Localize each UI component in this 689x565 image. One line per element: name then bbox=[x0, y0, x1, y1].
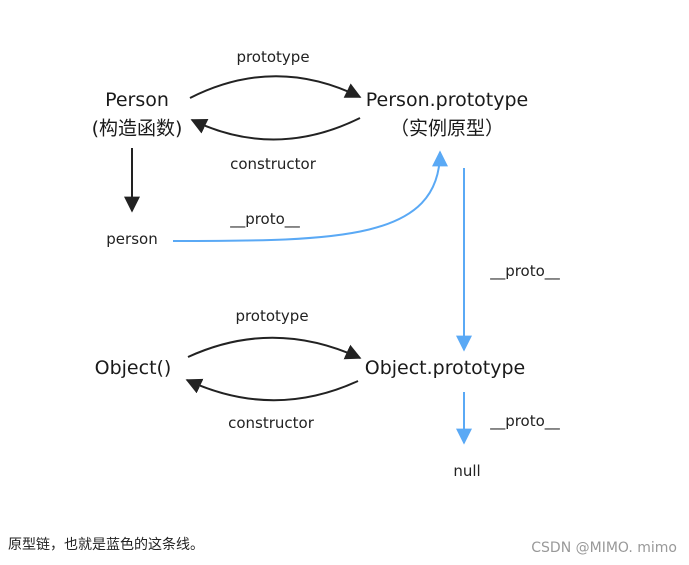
constructor-arrow-top bbox=[190, 117, 361, 141]
csdn-watermark: CSDN @MIMO. mimo bbox=[531, 540, 677, 556]
prototype-edge-label-bottom: prototype bbox=[235, 307, 309, 325]
constructor-arrow-bottom bbox=[185, 378, 359, 402]
proto-edge-label-object-prototype: __proto__ bbox=[490, 412, 560, 430]
person-prototype-subtitle: （实例原型） bbox=[389, 117, 505, 140]
prototype-edge-label-top: prototype bbox=[236, 48, 310, 66]
object-constructor-label: Object() bbox=[94, 357, 172, 379]
null-label: null bbox=[453, 462, 481, 480]
person-instance-label: person bbox=[106, 230, 158, 248]
person-prototype-label: Person.prototype bbox=[365, 89, 529, 111]
proto-arrow-person bbox=[172, 150, 448, 242]
person-constructor-subtitle: (构造函数) bbox=[91, 117, 183, 140]
constructor-edge-label-top: constructor bbox=[230, 155, 316, 173]
prototype-arrow-bottom bbox=[187, 336, 362, 360]
proto-edge-label-person: __proto__ bbox=[230, 210, 300, 228]
constructor-edge-label-bottom: constructor bbox=[228, 414, 314, 432]
object-prototype-label: Object.prototype bbox=[364, 357, 526, 379]
caption-text: 原型链，也就是蓝色的这条线。 bbox=[8, 537, 204, 553]
person-constructor-label: Person bbox=[105, 89, 169, 111]
prototype-arrow-top bbox=[189, 75, 362, 99]
proto-edge-label-person-prototype: __proto__ bbox=[490, 262, 560, 280]
